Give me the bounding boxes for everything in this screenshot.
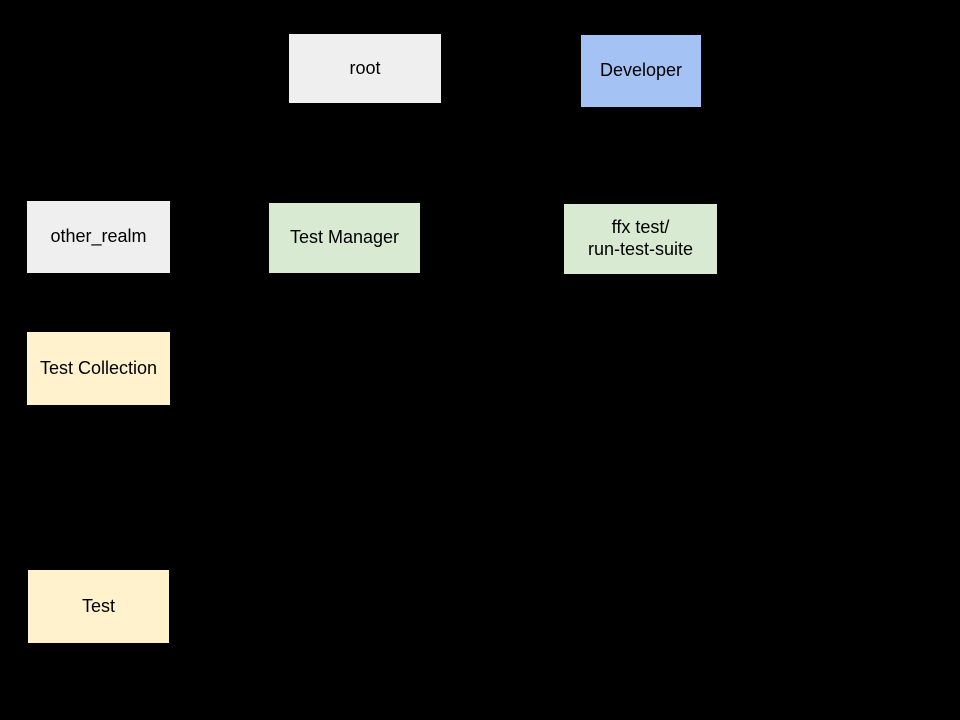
node-ffx-test-run-test-suite: ffx test/ run-test-suite bbox=[564, 204, 717, 274]
node-test-collection-label: Test Collection bbox=[39, 357, 158, 378]
node-developer: Developer bbox=[581, 35, 701, 107]
node-root-label: root bbox=[349, 57, 381, 78]
node-test-manager: Test Manager bbox=[269, 203, 420, 273]
node-test-collection: Test Collection bbox=[27, 332, 170, 405]
node-test-manager-label: Test Manager bbox=[289, 227, 400, 248]
node-ffx-test-run-test-suite-label: ffx test/ run-test-suite bbox=[587, 217, 694, 259]
node-other-realm-label: other_realm bbox=[50, 226, 147, 247]
node-other-realm: other_realm bbox=[27, 201, 170, 273]
node-developer-label: Developer bbox=[599, 60, 683, 81]
node-test: Test bbox=[28, 570, 169, 643]
node-root: root bbox=[289, 34, 441, 103]
node-test-label: Test bbox=[81, 595, 115, 616]
